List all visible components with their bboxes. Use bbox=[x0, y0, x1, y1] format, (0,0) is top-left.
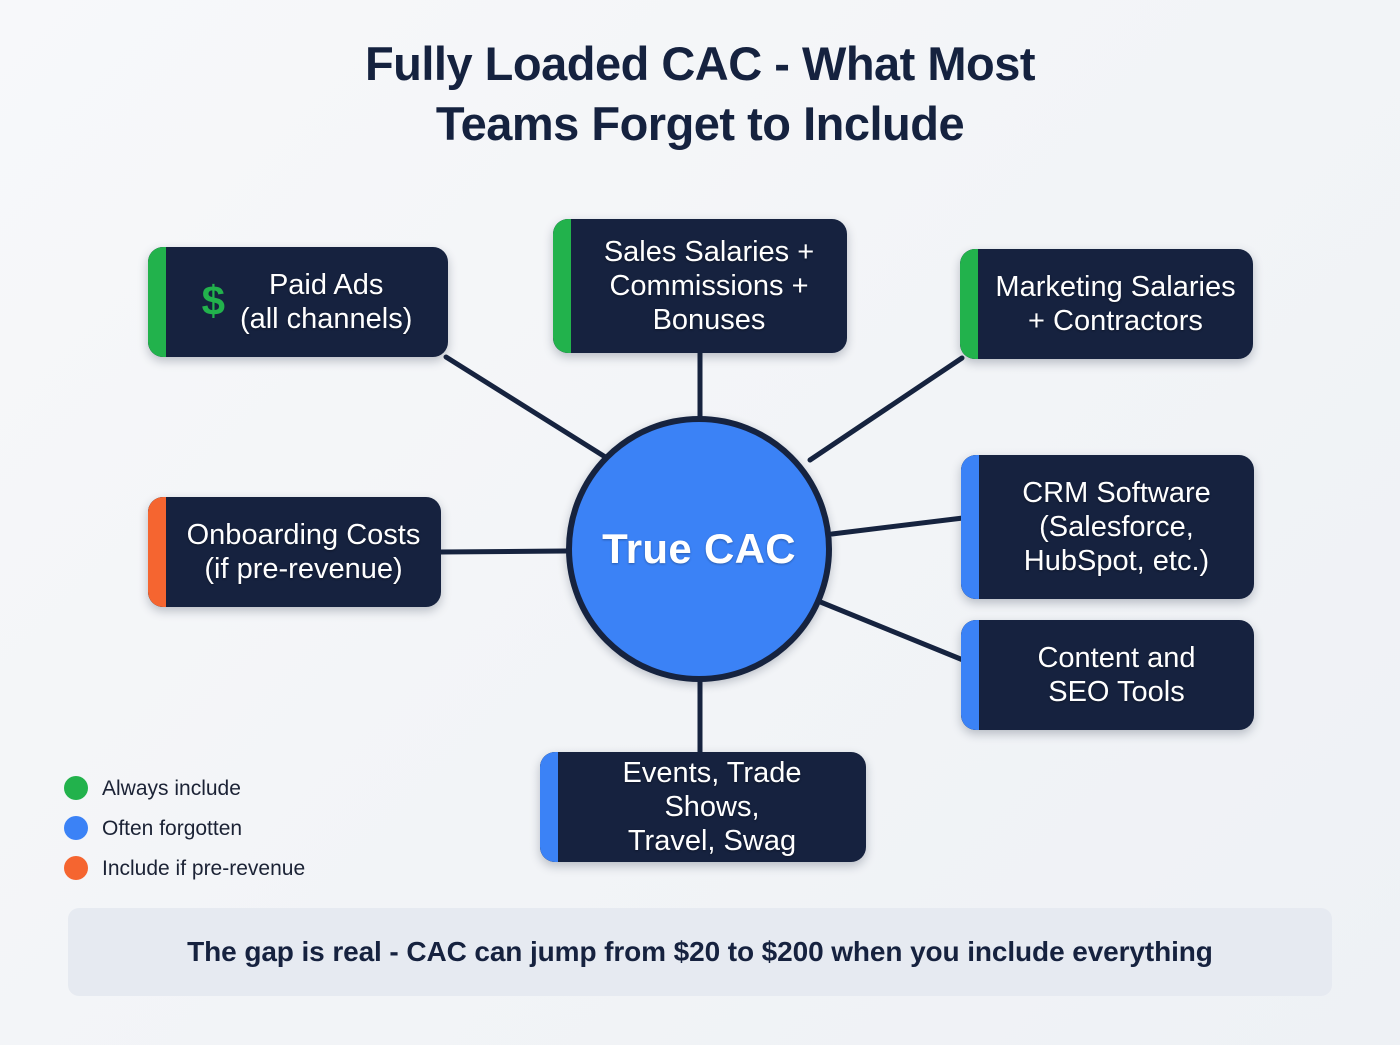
connector-paid-ads bbox=[443, 354, 629, 473]
node-body-events: Events, Trade Shows, Travel, Swag bbox=[558, 752, 866, 862]
node-body-crm-software: CRM Software (Salesforce, HubSpot, etc.) bbox=[979, 455, 1254, 599]
legend-item-always-include: Always include bbox=[64, 768, 305, 808]
node-label-content-seo-tools: Content and SEO Tools bbox=[1037, 641, 1196, 708]
accent-bar-marketing-salaries bbox=[960, 249, 978, 359]
node-label-crm-software: CRM Software (Salesforce, HubSpot, etc.) bbox=[1022, 476, 1211, 578]
connector-crm-software bbox=[829, 515, 966, 537]
connector-content-seo bbox=[815, 598, 966, 663]
node-paid-ads[interactable]: $ Paid Ads (all channels) bbox=[148, 247, 448, 357]
page-title: Fully Loaded CAC - What Most Teams Forge… bbox=[364, 37, 1036, 150]
accent-bar-events bbox=[540, 752, 558, 862]
center-node-label: True CAC bbox=[602, 525, 796, 572]
accent-bar-crm-software bbox=[961, 455, 979, 599]
legend-item-often-forgotten: Often forgotten bbox=[64, 808, 305, 848]
footer-banner-text: The gap is real - CAC can jump from $20 … bbox=[187, 936, 1213, 967]
footer-banner: The gap is real - CAC can jump from $20 … bbox=[68, 908, 1332, 996]
node-crm-software[interactable]: CRM Software (Salesforce, HubSpot, etc.) bbox=[961, 455, 1254, 599]
accent-bar-content-seo-tools bbox=[961, 620, 979, 730]
legend-item-include-if-pre-revenue: Include if pre-revenue bbox=[64, 848, 305, 888]
node-sales-salaries[interactable]: Sales Salaries + Commissions + Bonuses bbox=[553, 219, 847, 353]
node-body-paid-ads: $ Paid Ads (all channels) bbox=[166, 247, 448, 357]
node-body-content-seo-tools: Content and SEO Tools bbox=[979, 620, 1254, 730]
dollar-sign-icon: $ bbox=[201, 277, 225, 324]
node-marketing-salaries[interactable]: Marketing Salaries + Contractors bbox=[960, 249, 1253, 359]
legend-dot-green bbox=[64, 776, 88, 800]
node-label-sales-salaries: Sales Salaries + Commissions + Bonuses bbox=[603, 235, 815, 337]
legend: Always include Often forgotten Include i… bbox=[64, 768, 305, 888]
node-label-onboarding-costs: Onboarding Costs (if pre-revenue) bbox=[186, 518, 421, 585]
legend-dot-orange bbox=[64, 856, 88, 880]
node-label-paid-ads: Paid Ads (all channels) bbox=[239, 268, 413, 335]
node-body-sales-salaries: Sales Salaries + Commissions + Bonuses bbox=[571, 219, 847, 353]
legend-label-always-include: Always include bbox=[102, 776, 241, 800]
legend-label-often-forgotten: Often forgotten bbox=[102, 816, 243, 840]
center-node-true-cac[interactable]: True CAC bbox=[566, 416, 832, 682]
node-body-onboarding-costs: Onboarding Costs (if pre-revenue) bbox=[166, 497, 441, 607]
accent-bar-onboarding-costs bbox=[148, 497, 166, 607]
node-events[interactable]: Events, Trade Shows, Travel, Swag bbox=[540, 752, 866, 862]
legend-label-include-if-pre-revenue: Include if pre-revenue bbox=[102, 856, 306, 880]
node-label-marketing-salaries: Marketing Salaries + Contractors bbox=[995, 270, 1236, 337]
node-body-marketing-salaries: Marketing Salaries + Contractors bbox=[978, 249, 1253, 359]
node-content-seo-tools[interactable]: Content and SEO Tools bbox=[961, 620, 1254, 730]
connector-marketing-salaries bbox=[807, 355, 965, 463]
connector-onboarding bbox=[437, 548, 569, 555]
node-label-events: Events, Trade Shows, Travel, Swag bbox=[622, 756, 802, 858]
legend-dot-blue bbox=[64, 816, 88, 840]
accent-bar-paid-ads bbox=[148, 247, 166, 357]
accent-bar-sales-salaries bbox=[553, 219, 571, 353]
node-onboarding-costs[interactable]: Onboarding Costs (if pre-revenue) bbox=[148, 497, 441, 607]
